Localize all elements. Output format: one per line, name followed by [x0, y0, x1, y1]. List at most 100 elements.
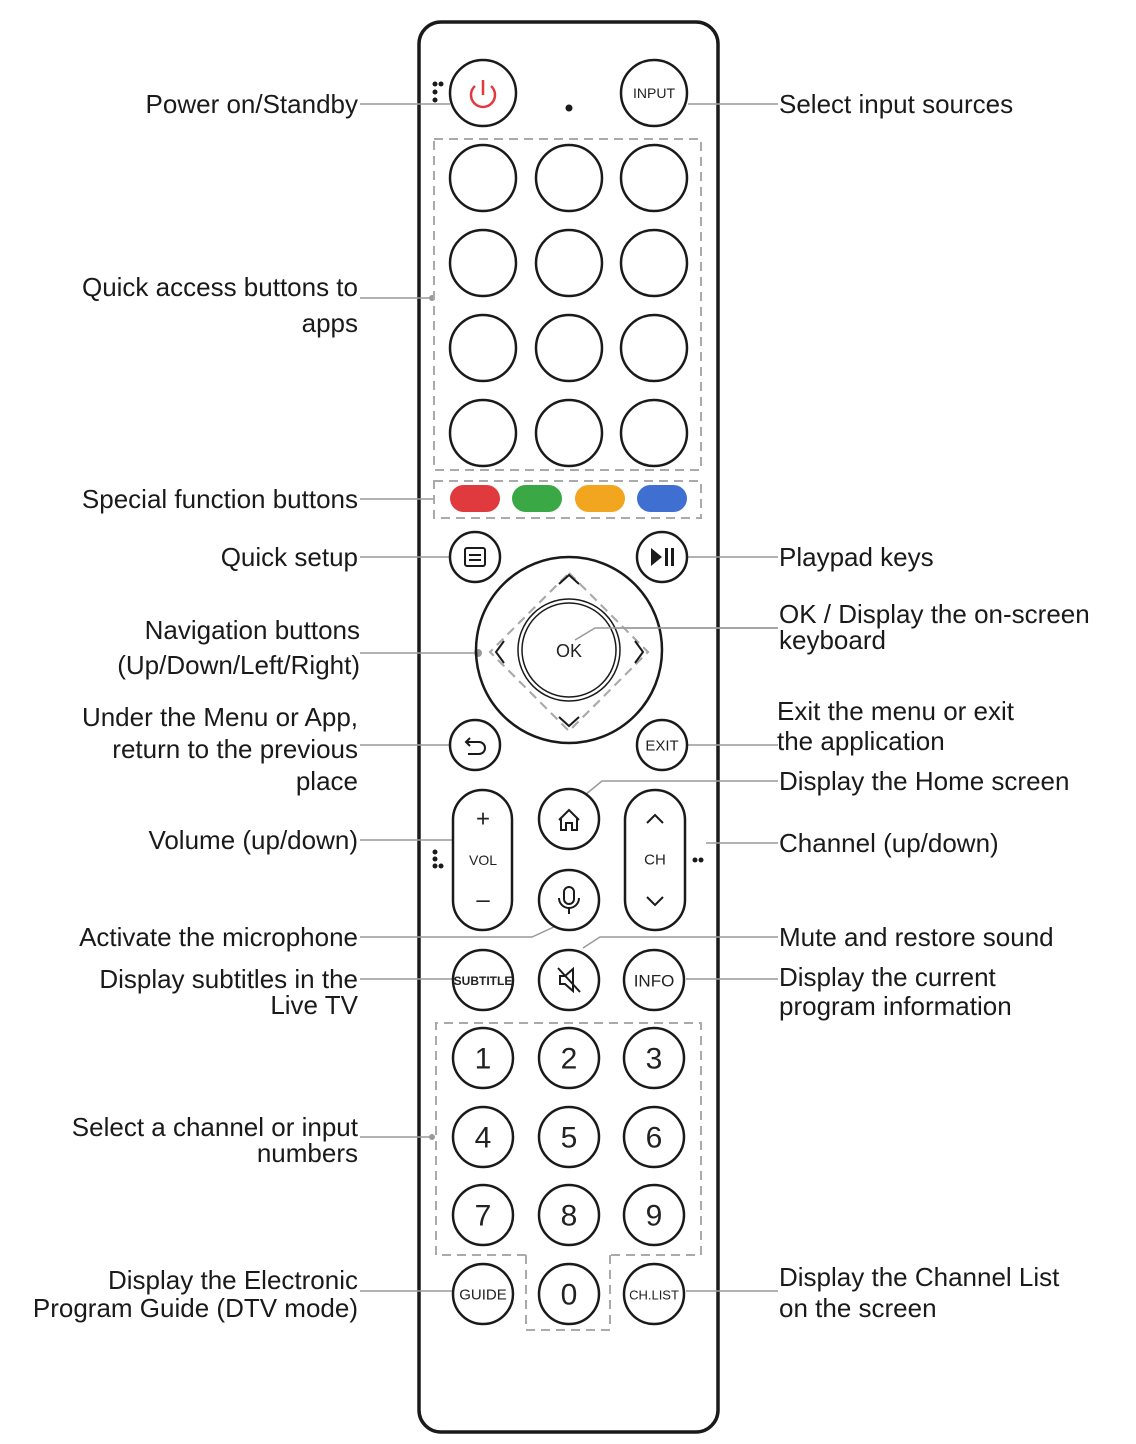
- settings-list-icon: [464, 547, 486, 567]
- label-info: Display the current: [779, 962, 996, 992]
- label-navigation-2: (Up/Down/Left/Right): [117, 650, 360, 680]
- mute-button[interactable]: [537, 948, 601, 1012]
- label-microphone: Activate the microphone: [79, 922, 358, 952]
- back-button[interactable]: [448, 718, 502, 772]
- play-pause-button[interactable]: [635, 530, 689, 584]
- label-mute: Mute and restore sound: [779, 922, 1054, 952]
- app-button[interactable]: [534, 143, 604, 213]
- app-button[interactable]: [534, 228, 604, 298]
- app-button[interactable]: [448, 398, 518, 468]
- label-info-2: program information: [779, 991, 1012, 1021]
- label-ok: OK / Display the on-screen: [779, 599, 1090, 629]
- power-button[interactable]: [448, 58, 518, 128]
- guide-button[interactable]: GUIDE: [451, 1262, 515, 1326]
- svg-text:OK: OK: [556, 641, 582, 661]
- svg-text:9: 9: [646, 1200, 663, 1233]
- label-special-function: Special function buttons: [81, 484, 358, 514]
- play-pause-icon: [651, 548, 674, 566]
- label-channel-list: Display the Channel List: [779, 1262, 1060, 1292]
- label-power: Power on/Standby: [145, 89, 358, 119]
- label-home: Display the Home screen: [779, 766, 1070, 796]
- app-button[interactable]: [619, 228, 689, 298]
- volume-rocker[interactable]: + VOL –: [451, 788, 514, 932]
- microphone-icon: [558, 886, 580, 914]
- yellow-button[interactable]: [575, 485, 625, 512]
- app-button[interactable]: [534, 313, 604, 383]
- label-subtitle-2: Live TV: [270, 990, 358, 1020]
- svg-text:INFO: INFO: [634, 972, 675, 991]
- svg-text:6: 6: [646, 1122, 663, 1155]
- digit-button-4[interactable]: 4: [451, 1105, 515, 1169]
- remote-body: [417, 20, 720, 1434]
- app-button[interactable]: [619, 398, 689, 468]
- svg-text:CH.LIST: CH.LIST: [629, 1288, 679, 1303]
- digit-button-0[interactable]: 0: [537, 1262, 601, 1326]
- svg-text:2: 2: [561, 1043, 578, 1076]
- app-button[interactable]: [448, 313, 518, 383]
- info-button[interactable]: INFO: [622, 948, 686, 1012]
- label-quick-setup: Quick setup: [220, 542, 358, 572]
- quick-setup-button[interactable]: [448, 530, 502, 584]
- channel-down-icon: [646, 896, 664, 907]
- tactile-dots: [432, 81, 704, 869]
- navigation-ring[interactable]: [474, 555, 664, 745]
- volume-down: –: [476, 887, 490, 914]
- down-arrow-icon[interactable]: [558, 716, 580, 728]
- digit-button-2[interactable]: 2: [537, 1026, 601, 1090]
- svg-text:3: 3: [646, 1043, 663, 1076]
- digit-button-3[interactable]: 3: [622, 1026, 686, 1090]
- app-button[interactable]: [448, 228, 518, 298]
- digit-button-6[interactable]: 6: [622, 1105, 686, 1169]
- label-numbers-2: numbers: [256, 1138, 358, 1168]
- digit-button-5[interactable]: 5: [537, 1105, 601, 1169]
- svg-text:1: 1: [475, 1043, 492, 1076]
- digit-button-7[interactable]: 7: [451, 1183, 515, 1247]
- home-button[interactable]: [537, 787, 601, 851]
- exit-button[interactable]: EXIT: [635, 718, 689, 772]
- blue-button[interactable]: [637, 485, 687, 512]
- svg-text:GUIDE: GUIDE: [459, 1287, 507, 1304]
- svg-text:7: 7: [475, 1200, 492, 1233]
- svg-text:SUBTITLE: SUBTITLE: [454, 974, 513, 988]
- right-arrow-icon[interactable]: [634, 640, 645, 664]
- app-button[interactable]: [619, 143, 689, 213]
- back-arrow-icon: [464, 737, 486, 755]
- app-button[interactable]: [534, 398, 604, 468]
- digit-button-9[interactable]: 9: [622, 1183, 686, 1247]
- digit-button-1[interactable]: 1: [451, 1026, 515, 1090]
- volume-up: +: [476, 806, 490, 833]
- microphone-button[interactable]: [537, 868, 601, 932]
- label-guide-2: Program Guide (DTV mode): [32, 1293, 358, 1323]
- input-button[interactable]: INPUT: [619, 58, 689, 128]
- power-icon: [469, 80, 497, 109]
- svg-text:INPUT: INPUT: [633, 85, 675, 101]
- label-channel: Channel (up/down): [779, 828, 999, 858]
- label-volume: Volume (up/down): [148, 825, 358, 855]
- green-button[interactable]: [512, 485, 562, 512]
- left-arrow-icon[interactable]: [494, 640, 505, 664]
- label-subtitle: Display subtitles in the: [99, 964, 358, 994]
- label-back-2: return to the previous: [112, 734, 358, 764]
- svg-text:CH: CH: [644, 852, 666, 869]
- channel-list-button[interactable]: CH.LIST: [622, 1262, 686, 1326]
- svg-text:EXIT: EXIT: [645, 738, 678, 755]
- label-back-3: place: [295, 766, 358, 796]
- app-button[interactable]: [448, 143, 518, 213]
- up-arrow-icon[interactable]: [558, 573, 580, 585]
- app-button[interactable]: [619, 313, 689, 383]
- label-quick-access: Quick access buttons to: [81, 272, 358, 302]
- ok-button[interactable]: OK: [517, 598, 621, 702]
- label-playpad: Playpad keys: [779, 542, 934, 572]
- red-button[interactable]: [450, 485, 500, 512]
- home-icon: [558, 808, 580, 831]
- label-numbers: Select a channel or input: [71, 1112, 358, 1142]
- subtitle-button[interactable]: SUBTITLE: [451, 948, 515, 1012]
- channel-rocker[interactable]: CH: [623, 788, 687, 932]
- label-guide: Display the Electronic: [108, 1265, 358, 1295]
- digit-button-8[interactable]: 8: [537, 1183, 601, 1247]
- indicator-led: [565, 104, 573, 112]
- svg-text:8: 8: [561, 1200, 578, 1233]
- app-buttons-grid: [448, 143, 689, 468]
